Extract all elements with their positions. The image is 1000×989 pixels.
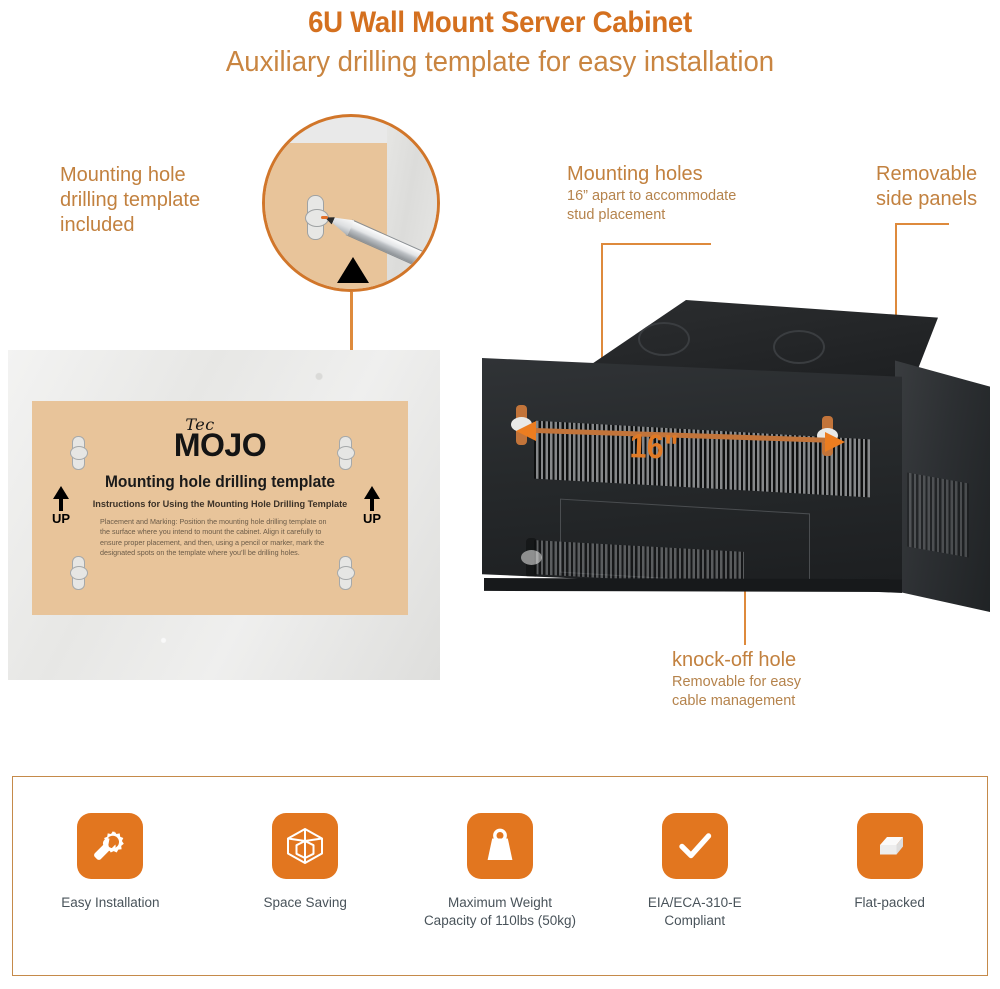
feature-item-flat-packed: Flat-packed xyxy=(792,813,987,912)
up-marker-right: UP xyxy=(355,486,389,526)
dimension-arrow-right xyxy=(825,432,845,452)
callout-mounting-holes-sub: 16” apart to accommodate stud placement xyxy=(567,188,737,223)
feature-item-space-saving: Space Saving xyxy=(208,813,403,912)
callout-side-panels: Removable side panels xyxy=(876,162,1000,212)
callout-mounting-holes: Mounting holes 16” apart to accommodate … xyxy=(567,162,807,225)
callout-mounting-holes-heading: Mounting holes xyxy=(567,163,703,185)
leader-line-template xyxy=(350,292,353,392)
up-marker-left: UP xyxy=(44,486,78,526)
template-heading: Mounting hole drilling template xyxy=(104,473,336,491)
callout-knock-off-hole-sub: Removable for easy cable management xyxy=(672,674,801,709)
feature-item-eia-compliant: EIA/ECA-310-E Compliant xyxy=(597,813,792,930)
up-label: UP xyxy=(51,511,71,526)
side-vent-slots xyxy=(907,472,969,558)
server-cabinet-image xyxy=(470,300,990,640)
cabinet-base xyxy=(484,578,902,592)
logo-mojo-text: MOJO xyxy=(173,427,267,463)
feature-label: Easy Installation xyxy=(61,895,160,910)
cabinet-rear-panel xyxy=(482,358,902,593)
feature-label: Maximum Weight Capacity of 110lbs (50kg) xyxy=(423,895,577,928)
callout-knock-off-hole: knock-off hole Removable for easy cable … xyxy=(672,648,902,711)
page-title: 6U Wall Mount Server Cabinet xyxy=(308,6,692,39)
keyhole-slot xyxy=(70,436,89,470)
zoom-pointer-arrow xyxy=(337,257,369,283)
feature-label: EIA/ECA-310-E Compliant xyxy=(647,895,742,928)
feature-item-maximum-weight: Maximum Weight Capacity of 110lbs (50kg) xyxy=(403,813,598,930)
drilling-template-card: Tec MOJO Mounting hole drilling template… xyxy=(32,401,408,615)
leader-line-mounting-holes-v xyxy=(601,243,604,395)
pencil-mark xyxy=(321,216,328,219)
callout-side-panels-heading: Removable side panels xyxy=(876,163,978,210)
cube-icon xyxy=(272,813,339,879)
flat-box-icon xyxy=(856,813,923,879)
logo-tec-text: Tec xyxy=(185,415,215,434)
callout-drilling-template-heading: Mounting hole drilling template included xyxy=(60,164,201,236)
callout-drilling-template: Mounting hole drilling template included xyxy=(60,163,290,238)
checkmark-icon xyxy=(661,813,728,879)
feature-label: Space Saving xyxy=(263,895,347,910)
callout-knock-off-hole-heading: knock-off hole xyxy=(672,649,797,671)
weight-icon xyxy=(466,813,533,879)
keyhole-slot xyxy=(337,436,356,470)
page-subtitle: Auxiliary drilling template for easy ins… xyxy=(225,46,775,78)
leader-line-side-panels-h xyxy=(895,223,949,226)
keyhole-slot xyxy=(70,556,89,590)
leader-line-side-panels-v xyxy=(895,223,898,390)
header: 6U Wall Mount Server Cabinet Auxiliary d… xyxy=(0,0,1000,82)
leader-line-mounting-holes-h xyxy=(601,243,711,246)
template-subheading: Instructions for Using the Mounting Hole… xyxy=(92,499,348,509)
feature-highlights-panel: Easy Installation Space Saving xyxy=(12,776,988,976)
fan-cutout-icon xyxy=(773,330,825,364)
magnifier-detail-circle xyxy=(262,114,440,292)
dimension-arrow-left xyxy=(516,421,536,441)
keyhole-slot xyxy=(337,556,356,590)
template-instructions: Placement and Marking: Position the moun… xyxy=(100,517,327,558)
fan-cutout-icon xyxy=(638,322,690,356)
up-label: UP xyxy=(362,511,382,526)
cabinet-lock-slot xyxy=(521,538,542,578)
feature-label: Flat-packed xyxy=(854,895,925,910)
cabinet-side-panel xyxy=(895,360,990,612)
brand-logo: Tec MOJO xyxy=(32,415,408,464)
gear-wrench-icon xyxy=(77,813,144,879)
dimension-label: 16" xyxy=(629,427,679,467)
feature-item-easy-installation: Easy Installation xyxy=(13,813,208,912)
